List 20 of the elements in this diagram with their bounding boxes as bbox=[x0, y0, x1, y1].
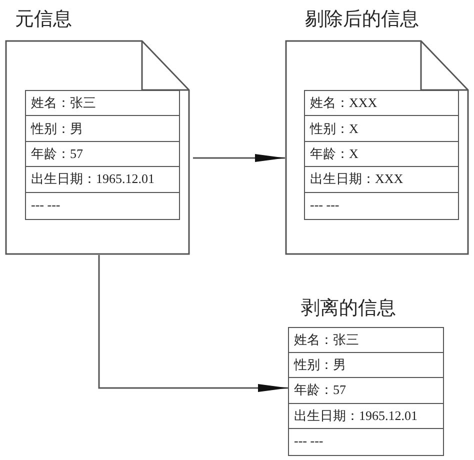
arrow bbox=[193, 154, 285, 162]
document-title: 剔除后的信息 bbox=[305, 7, 419, 31]
table-row: 姓名：张三 bbox=[26, 91, 179, 116]
table-row: 年龄：57 bbox=[289, 378, 443, 404]
arrow bbox=[98, 255, 288, 392]
table-row: 出生日期：1965.12.01 bbox=[26, 167, 179, 193]
table-row-text: --- --- bbox=[309, 196, 340, 214]
table-row: 出生日期：XXX bbox=[305, 167, 458, 193]
document-title: 元信息 bbox=[15, 7, 72, 31]
table-row: 出生日期：1965.12.01 bbox=[289, 404, 443, 429]
table-row: 性别：男 bbox=[26, 116, 179, 142]
table-row: 性别：X bbox=[305, 116, 458, 142]
table-row: 年龄：57 bbox=[26, 142, 179, 168]
table-row-text: --- --- bbox=[293, 432, 324, 450]
table-row-text: --- --- bbox=[30, 196, 62, 214]
table-title: 剥离的信息 bbox=[301, 296, 396, 320]
table-row: 性别：男 bbox=[289, 353, 443, 378]
table-row: 姓名：张三 bbox=[289, 328, 443, 354]
table-row: 姓名：XXX bbox=[305, 91, 458, 116]
table-row: 年龄：X bbox=[305, 142, 458, 168]
